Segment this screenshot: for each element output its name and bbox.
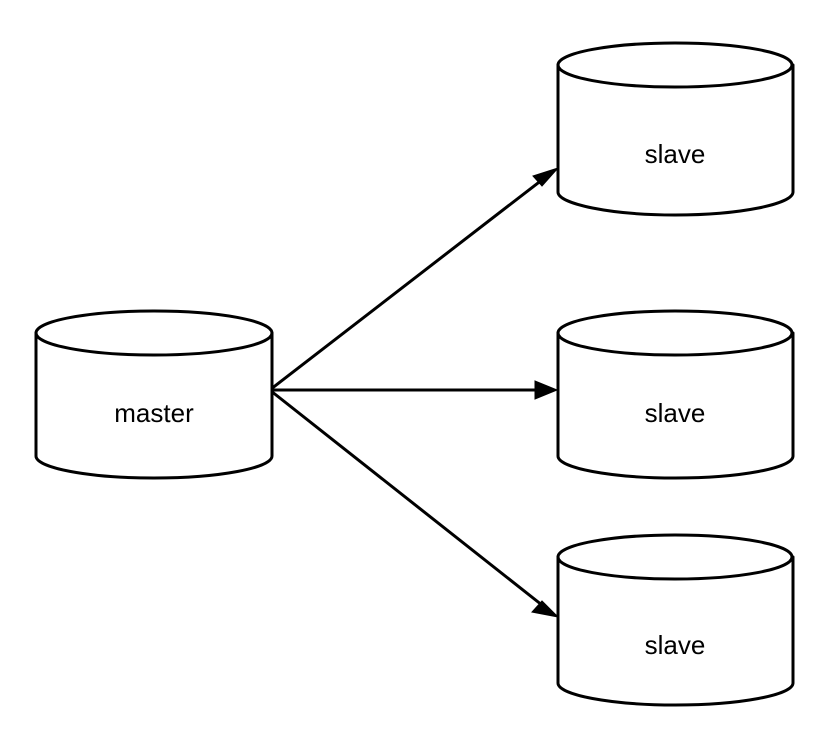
master-cylinder-body: [34, 331, 274, 480]
node-label-master: master: [114, 398, 194, 428]
node-label-slave-3: slave: [645, 630, 706, 660]
edge-line-lower: [270, 389, 548, 611]
slave-2-cylinder-top: [556, 309, 794, 357]
node-label-slave-1: slave: [645, 139, 706, 169]
edge-layer: [270, 166, 560, 618]
node-master[interactable]: master: [34, 309, 274, 480]
edge-master-to-slave-1[interactable]: [270, 166, 560, 391]
slave-2-cylinder-body: [556, 331, 795, 480]
edge-line-upper: [270, 174, 548, 391]
arrowhead-lower: [531, 600, 560, 618]
master-cylinder-top: [34, 309, 274, 357]
arrowhead-middle: [534, 380, 559, 400]
arrowhead-upper: [532, 166, 560, 187]
edge-master-to-slave-2[interactable]: [271, 380, 559, 400]
edge-master-to-slave-3[interactable]: [270, 389, 560, 618]
node-slave-2[interactable]: slave: [556, 309, 795, 480]
slave-3-cylinder-body: [556, 555, 795, 707]
slave-3-cylinder-top: [556, 533, 794, 581]
slave-1-cylinder-body: [556, 63, 795, 217]
node-label-slave-2: slave: [645, 398, 706, 428]
slave-1-cylinder-top: [556, 41, 794, 89]
node-layer: master slave slave slave: [34, 41, 795, 707]
node-slave-1[interactable]: slave: [556, 41, 795, 217]
node-slave-3[interactable]: slave: [556, 533, 795, 707]
